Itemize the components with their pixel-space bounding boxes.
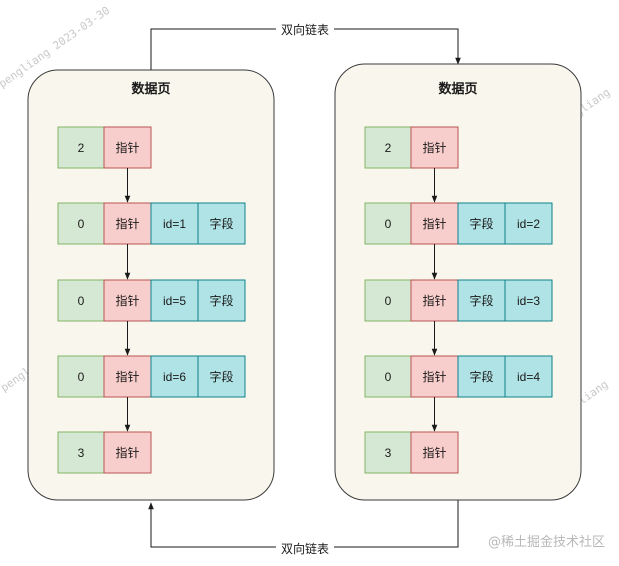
right-row2-pointer-cell <box>410 202 459 245</box>
left-row4-id: id=6 <box>163 370 186 384</box>
left-row4-field-cell <box>197 355 246 398</box>
right-row4-pointer: 指针 <box>422 369 446 384</box>
right-row3-count-cell <box>364 279 412 322</box>
left-row4-count-cell <box>57 355 105 398</box>
left-row4-field: 字段 <box>209 369 233 384</box>
right-row3-field: 字段 <box>469 293 493 308</box>
left-row2-count: 0 <box>78 217 85 231</box>
left-row2-pointer-cell <box>103 202 152 245</box>
left-row3-pointer-cell <box>103 279 152 322</box>
left-row2-field-cell <box>197 202 246 245</box>
right-row3-id: id=3 <box>517 294 540 308</box>
right-row5-count-cell <box>364 431 412 474</box>
top-link-label: 双向链表 <box>281 22 329 37</box>
left-row3-id-cell <box>150 279 199 322</box>
right-row4-field: 字段 <box>469 369 493 384</box>
right-row5-pointer-cell <box>410 431 459 474</box>
left-row2-field: 字段 <box>209 216 233 231</box>
right-row4-id-cell <box>504 355 553 398</box>
left-row3-field: 字段 <box>209 293 233 308</box>
left-row1-pointer: 指针 <box>115 140 139 155</box>
left-row4-pointer: 指针 <box>115 369 139 384</box>
data-page-left: 数据页 2 指针 0 指针 id=1 字段 0 指针 id=5 字段 0 指针 … <box>27 69 275 501</box>
bottom-link-label-bg <box>276 539 334 557</box>
bottom-link-label: 双向链表 <box>281 541 329 556</box>
right-row5-pointer: 指针 <box>422 445 446 460</box>
left-row3-id: id=5 <box>163 294 186 308</box>
right-row1-pointer-cell <box>410 126 459 169</box>
left-row1-count: 2 <box>78 141 85 155</box>
left-row4-pointer-cell <box>103 355 152 398</box>
right-row2-count: 0 <box>385 217 392 231</box>
top-link-label-bg <box>276 20 334 38</box>
right-row2-id: id=2 <box>517 217 540 231</box>
right-row2-pointer: 指针 <box>422 216 446 231</box>
left-row5-count-cell <box>57 431 105 474</box>
data-page-left-title: 数据页 <box>131 81 170 97</box>
right-row4-field-cell <box>457 355 506 398</box>
right-row3-field-cell <box>457 279 506 322</box>
left-row4-id-cell <box>150 355 199 398</box>
left-row2-id-cell <box>150 202 199 245</box>
left-row1-count-cell <box>57 126 105 169</box>
right-row1-pointer: 指针 <box>422 140 446 155</box>
right-row2-field-cell <box>457 202 506 245</box>
left-row3-count-cell <box>57 279 105 322</box>
data-page-right: 数据页 2 指针 0 指针 字段 id=2 0 指针 字段 id=3 0 指针 … <box>334 63 582 501</box>
left-row2-id: id=1 <box>163 217 186 231</box>
left-row4-count: 0 <box>78 370 85 384</box>
right-row5-count: 3 <box>385 446 392 460</box>
left-row3-count: 0 <box>78 294 85 308</box>
right-row1-count: 2 <box>385 141 392 155</box>
left-row5-pointer: 指针 <box>115 445 139 460</box>
right-row3-pointer-cell <box>410 279 459 322</box>
left-row3-pointer: 指针 <box>115 293 139 308</box>
right-row4-count: 0 <box>385 370 392 384</box>
right-row2-id-cell <box>504 202 553 245</box>
right-row3-id-cell <box>504 279 553 322</box>
left-row2-pointer: 指针 <box>115 216 139 231</box>
right-row3-count: 0 <box>385 294 392 308</box>
left-row5-pointer-cell <box>103 431 152 474</box>
right-row1-count-cell <box>364 126 412 169</box>
left-row3-field-cell <box>197 279 246 322</box>
site-credit: @稀土掘金技术社区 <box>488 534 605 550</box>
left-row5-count: 3 <box>78 446 85 460</box>
right-row4-id: id=4 <box>517 370 540 384</box>
right-row3-pointer: 指针 <box>422 293 446 308</box>
data-page-right-title: 数据页 <box>438 81 477 97</box>
right-row2-field: 字段 <box>469 216 493 231</box>
